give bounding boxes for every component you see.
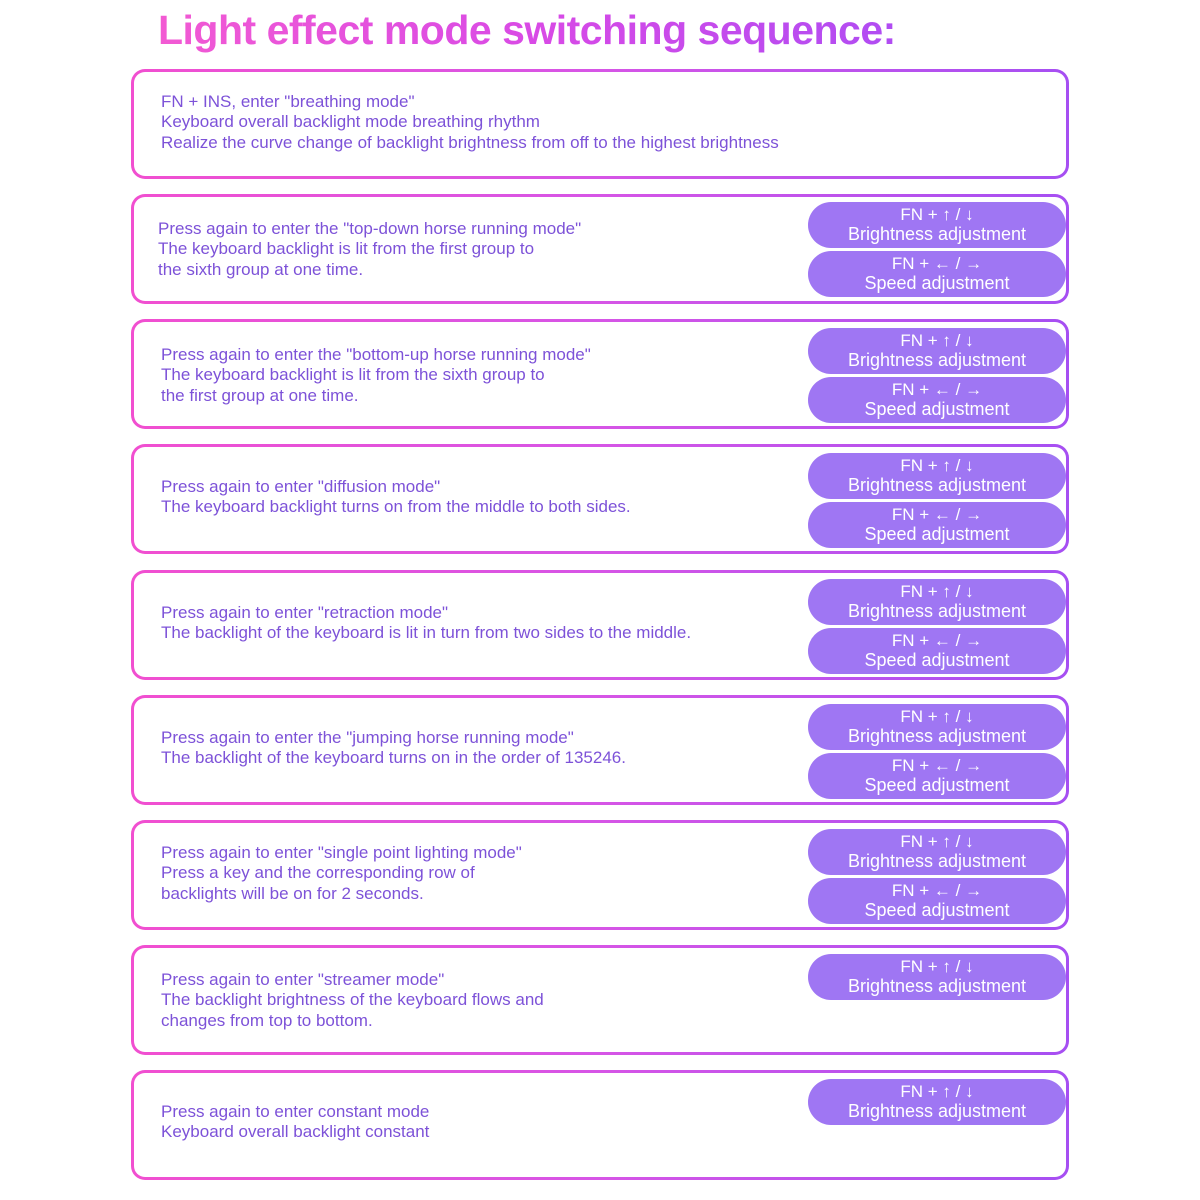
- mode-detail: changes from top to bottom.: [161, 1010, 373, 1030]
- brightness-keys: FN + ↑ / ↓: [900, 456, 974, 475]
- speed-adjustment-badge: FN + ← / → Speed adjustment: [808, 878, 1066, 924]
- mode-description: Press again to enter "single point light…: [161, 843, 522, 904]
- mode-detail: backlights will be on for 2 seconds.: [161, 883, 424, 903]
- mode-description: Press again to enter the "jumping horse …: [161, 728, 626, 769]
- mode-description: Press again to enter constant mode Keybo…: [161, 1102, 429, 1143]
- brightness-label: Brightness adjustment: [847, 350, 1027, 370]
- mode-title: FN + INS, enter "breathing mode": [161, 92, 415, 111]
- mode-panel-bottom-up-horse-running: Press again to enter the "bottom-up hors…: [131, 319, 1069, 429]
- brightness-keys: FN + ↑ / ↓: [900, 707, 974, 726]
- speed-label: Speed adjustment: [864, 775, 1010, 795]
- speed-adjustment-badge: FN + ← / → Speed adjustment: [808, 251, 1066, 297]
- mode-title: Press again to enter the "jumping horse …: [161, 728, 574, 747]
- brightness-label: Brightness adjustment: [847, 976, 1027, 996]
- brightness-label: Brightness adjustment: [847, 851, 1027, 871]
- mode-title: Press again to enter constant mode: [161, 1102, 430, 1121]
- mode-description: Press again to enter "diffusion mode" Th…: [161, 477, 631, 518]
- mode-detail: the first group at one time.: [161, 385, 359, 405]
- brightness-keys: FN + ↑ / ↓: [900, 205, 974, 224]
- speed-adjustment-badge: FN + ← / → Speed adjustment: [808, 753, 1066, 799]
- brightness-adjustment-badge: FN + ↑ / ↓ Brightness adjustment: [808, 202, 1066, 248]
- speed-label: Speed adjustment: [864, 399, 1010, 419]
- speed-keys: FN + ← / →: [891, 631, 983, 650]
- mode-panel-breathing: FN + INS, enter "breathing mode" Keyboar…: [131, 69, 1069, 179]
- speed-label: Speed adjustment: [864, 900, 1010, 920]
- mode-detail: Press a key and the corresponding row of: [161, 863, 475, 883]
- mode-detail: The backlight brightness of the keyboard…: [161, 990, 544, 1010]
- brightness-adjustment-badge: FN + ↑ / ↓ Brightness adjustment: [808, 1079, 1066, 1125]
- mode-panel-streamer: Press again to enter "streamer mode" The…: [131, 945, 1069, 1055]
- mode-detail: Keyboard overall backlight mode breathin…: [161, 112, 540, 132]
- brightness-keys: FN + ↑ / ↓: [900, 832, 974, 851]
- mode-panel-top-down-horse-running: Press again to enter the "top-down horse…: [131, 194, 1069, 304]
- mode-description: Press again to enter "retraction mode" T…: [161, 603, 691, 644]
- mode-title: Press again to enter the "top-down horse…: [158, 219, 582, 238]
- mode-detail: The backlight of the keyboard is lit in …: [161, 623, 692, 643]
- brightness-label: Brightness adjustment: [847, 601, 1027, 621]
- mode-description: FN + INS, enter "breathing mode" Keyboar…: [161, 92, 779, 153]
- mode-panel-single-point-lighting: Press again to enter "single point light…: [131, 820, 1069, 930]
- mode-panel-retraction: Press again to enter "retraction mode" T…: [131, 570, 1069, 680]
- mode-title: Press again to enter the "bottom-up hors…: [161, 345, 591, 364]
- speed-label: Speed adjustment: [864, 273, 1010, 293]
- speed-label: Speed adjustment: [864, 650, 1010, 670]
- brightness-keys: FN + ↑ / ↓: [900, 1082, 974, 1101]
- speed-keys: FN + ← / →: [891, 881, 983, 900]
- mode-panel-diffusion: Press again to enter "diffusion mode" Th…: [131, 444, 1069, 554]
- speed-label: Speed adjustment: [864, 524, 1010, 544]
- speed-keys: FN + ← / →: [891, 505, 983, 524]
- brightness-adjustment-badge: FN + ↑ / ↓ Brightness adjustment: [808, 453, 1066, 499]
- speed-keys: FN + ← / →: [891, 254, 983, 273]
- brightness-keys: FN + ↑ / ↓: [900, 957, 974, 976]
- mode-detail: The keyboard backlight is lit from the f…: [158, 239, 535, 259]
- mode-description: Press again to enter the "bottom-up hors…: [161, 345, 591, 406]
- brightness-adjustment-badge: FN + ↑ / ↓ Brightness adjustment: [808, 829, 1066, 875]
- mode-title: Press again to enter "streamer mode": [161, 970, 445, 989]
- mode-detail: The backlight of the keyboard turns on i…: [161, 748, 626, 768]
- mode-panel-constant: Press again to enter constant mode Keybo…: [131, 1070, 1069, 1180]
- brightness-label: Brightness adjustment: [847, 224, 1027, 244]
- brightness-adjustment-badge: FN + ↑ / ↓ Brightness adjustment: [808, 579, 1066, 625]
- mode-detail: Realize the curve change of backlight br…: [161, 132, 779, 152]
- brightness-keys: FN + ↑ / ↓: [900, 582, 974, 601]
- brightness-label: Brightness adjustment: [847, 475, 1027, 495]
- brightness-adjustment-badge: FN + ↑ / ↓ Brightness adjustment: [808, 328, 1066, 374]
- mode-title: Press again to enter "single point light…: [161, 843, 522, 862]
- mode-detail: the sixth group at one time.: [158, 259, 364, 279]
- mode-title: Press again to enter "diffusion mode": [161, 477, 441, 496]
- brightness-adjustment-badge: FN + ↑ / ↓ Brightness adjustment: [808, 954, 1066, 1000]
- mode-detail: The keyboard backlight is lit from the s…: [161, 365, 545, 385]
- brightness-keys: FN + ↑ / ↓: [900, 331, 974, 350]
- page-title: Light effect mode switching sequence:: [158, 4, 1118, 56]
- speed-keys: FN + ← / →: [891, 756, 983, 775]
- mode-description: Press again to enter "streamer mode" The…: [161, 970, 544, 1031]
- mode-panel-jumping-horse-running: Press again to enter the "jumping horse …: [131, 695, 1069, 805]
- speed-adjustment-badge: FN + ← / → Speed adjustment: [808, 628, 1066, 674]
- mode-detail: Keyboard overall backlight constant: [161, 1122, 430, 1142]
- speed-adjustment-badge: FN + ← / → Speed adjustment: [808, 502, 1066, 548]
- speed-keys: FN + ← / →: [891, 380, 983, 399]
- speed-adjustment-badge: FN + ← / → Speed adjustment: [808, 377, 1066, 423]
- mode-title: Press again to enter "retraction mode": [161, 603, 449, 622]
- brightness-adjustment-badge: FN + ↑ / ↓ Brightness adjustment: [808, 704, 1066, 750]
- mode-description: Press again to enter the "top-down horse…: [158, 219, 581, 280]
- brightness-label: Brightness adjustment: [847, 726, 1027, 746]
- brightness-label: Brightness adjustment: [847, 1101, 1027, 1121]
- mode-detail: The keyboard backlight turns on from the…: [161, 497, 631, 517]
